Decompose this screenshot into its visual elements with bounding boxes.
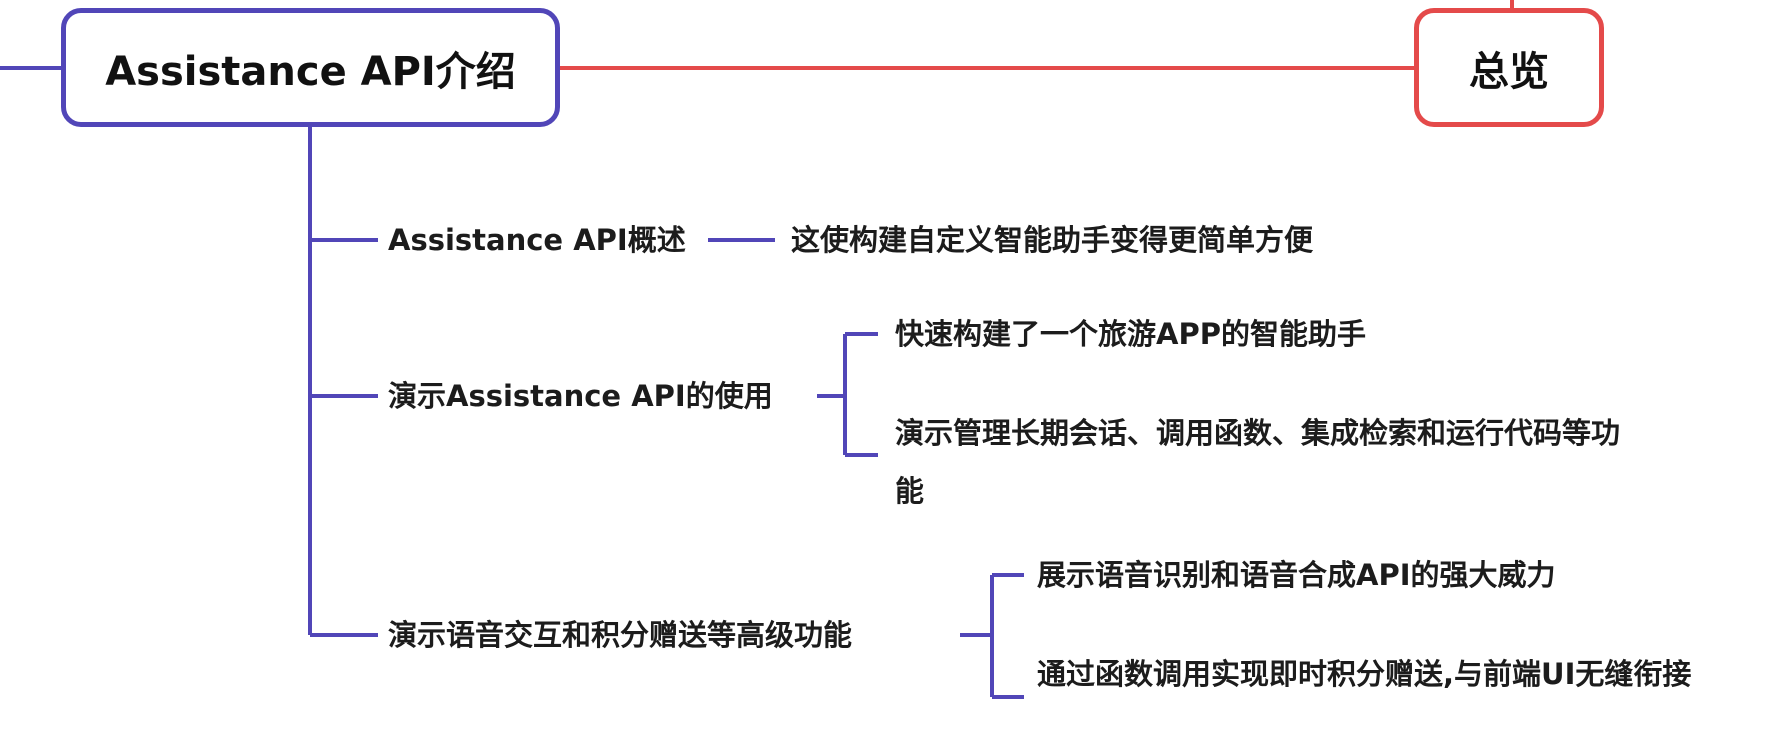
central-topic-label: Assistance API介绍 (105, 48, 516, 95)
branch-1-label[interactable]: Assistance API概述 (388, 223, 686, 257)
branch-2-child-1-label[interactable]: 快速构建了一个旅游APP的智能助手 (895, 317, 1366, 351)
central-topic-node[interactable]: Assistance API介绍 (61, 8, 560, 127)
overview-node[interactable]: 总览 (1414, 8, 1604, 127)
overview-label: 总览 (1469, 48, 1549, 95)
branch-1-child-1-label[interactable]: 这使构建自定义智能助手变得更简单方便 (791, 223, 1314, 257)
branch-2-label[interactable]: 演示Assistance API的使用 (388, 379, 773, 413)
branch-3-child-2-label[interactable]: 通过函数调用实现即时积分赠送,与前端UI无缝衔接 (1037, 657, 1692, 691)
branch-3-label[interactable]: 演示语音交互和积分赠送等高级功能 (388, 618, 853, 652)
branch-3-child-1-label[interactable]: 展示语音识别和语音合成API的强大威力 (1037, 558, 1556, 592)
branch-2-child-2-label[interactable]: 演示管理长期会话、调用函数、集成检索和运行代码等功能 (895, 416, 1621, 508)
